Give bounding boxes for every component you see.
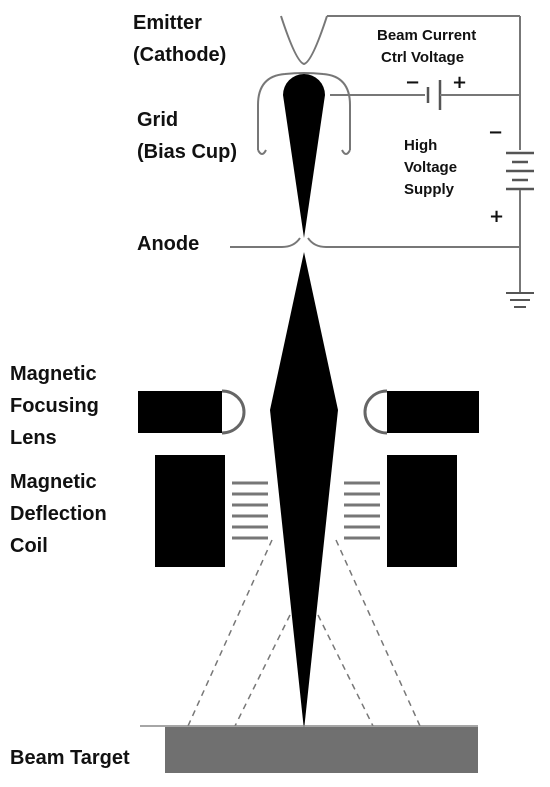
deflection-dash-left-outer	[187, 539, 273, 727]
grid-right-lip	[341, 149, 351, 155]
deflection-range	[187, 539, 421, 727]
label-ctrl-voltage: Ctrl Voltage	[381, 49, 464, 66]
label-deflection-1: Magnetic	[10, 471, 97, 493]
focusing-lens	[138, 389, 479, 435]
high-voltage-battery	[506, 151, 534, 191]
label-supply: Supply	[404, 181, 455, 198]
anode-plate-right	[307, 237, 520, 248]
beam-target	[165, 727, 478, 773]
anode-plate	[230, 237, 301, 248]
label-focusing-2: Focusing	[10, 395, 99, 417]
grid-left-lip	[257, 149, 267, 155]
focusing-lens-left-block	[138, 391, 222, 433]
cathode-emitter	[280, 15, 328, 66]
grid-bias-cup	[256, 72, 351, 151]
label-grid: Grid	[137, 109, 178, 131]
deflection-dash-right-outer	[335, 539, 421, 727]
label-beam-current: Beam Current	[377, 27, 476, 44]
deflection-left-block	[155, 455, 225, 567]
ctrl-plus-sign: +	[452, 72, 467, 93]
focusing-lens-left-cap	[221, 389, 246, 435]
deflection-right-block	[387, 455, 457, 567]
label-bias-cup: (Bias Cup)	[137, 141, 237, 163]
label-beam-target: Beam Target	[10, 747, 130, 769]
hv-minus-sign: −	[488, 122, 503, 143]
deflection-right-windings	[344, 481, 380, 540]
label-anode: Anode	[137, 233, 199, 255]
electron-beam	[270, 74, 338, 730]
ground-icon	[506, 292, 534, 308]
label-focusing-1: Magnetic	[10, 363, 97, 385]
deflection-dash-left-inner	[234, 614, 291, 727]
hv-plus-sign: +	[489, 206, 504, 227]
beam-upper-cone	[283, 74, 325, 238]
beam-current-battery	[426, 80, 442, 110]
focusing-lens-right-cap	[363, 389, 388, 435]
label-emitter: Emitter	[133, 12, 202, 34]
label-focusing-3: Lens	[10, 427, 57, 449]
focusing-lens-right-block	[387, 391, 479, 433]
label-voltage: Voltage	[404, 159, 457, 176]
deflection-coil	[155, 455, 457, 567]
ctrl-minus-sign: −	[405, 72, 420, 93]
label-deflection-2: Deflection	[10, 503, 107, 525]
label-cathode: (Cathode)	[133, 44, 226, 66]
beam-lower-cone	[270, 252, 338, 730]
label-deflection-3: Coil	[10, 535, 48, 557]
deflection-dash-right-inner	[317, 614, 374, 727]
deflection-left-windings	[232, 481, 268, 540]
label-high: High	[404, 137, 437, 154]
